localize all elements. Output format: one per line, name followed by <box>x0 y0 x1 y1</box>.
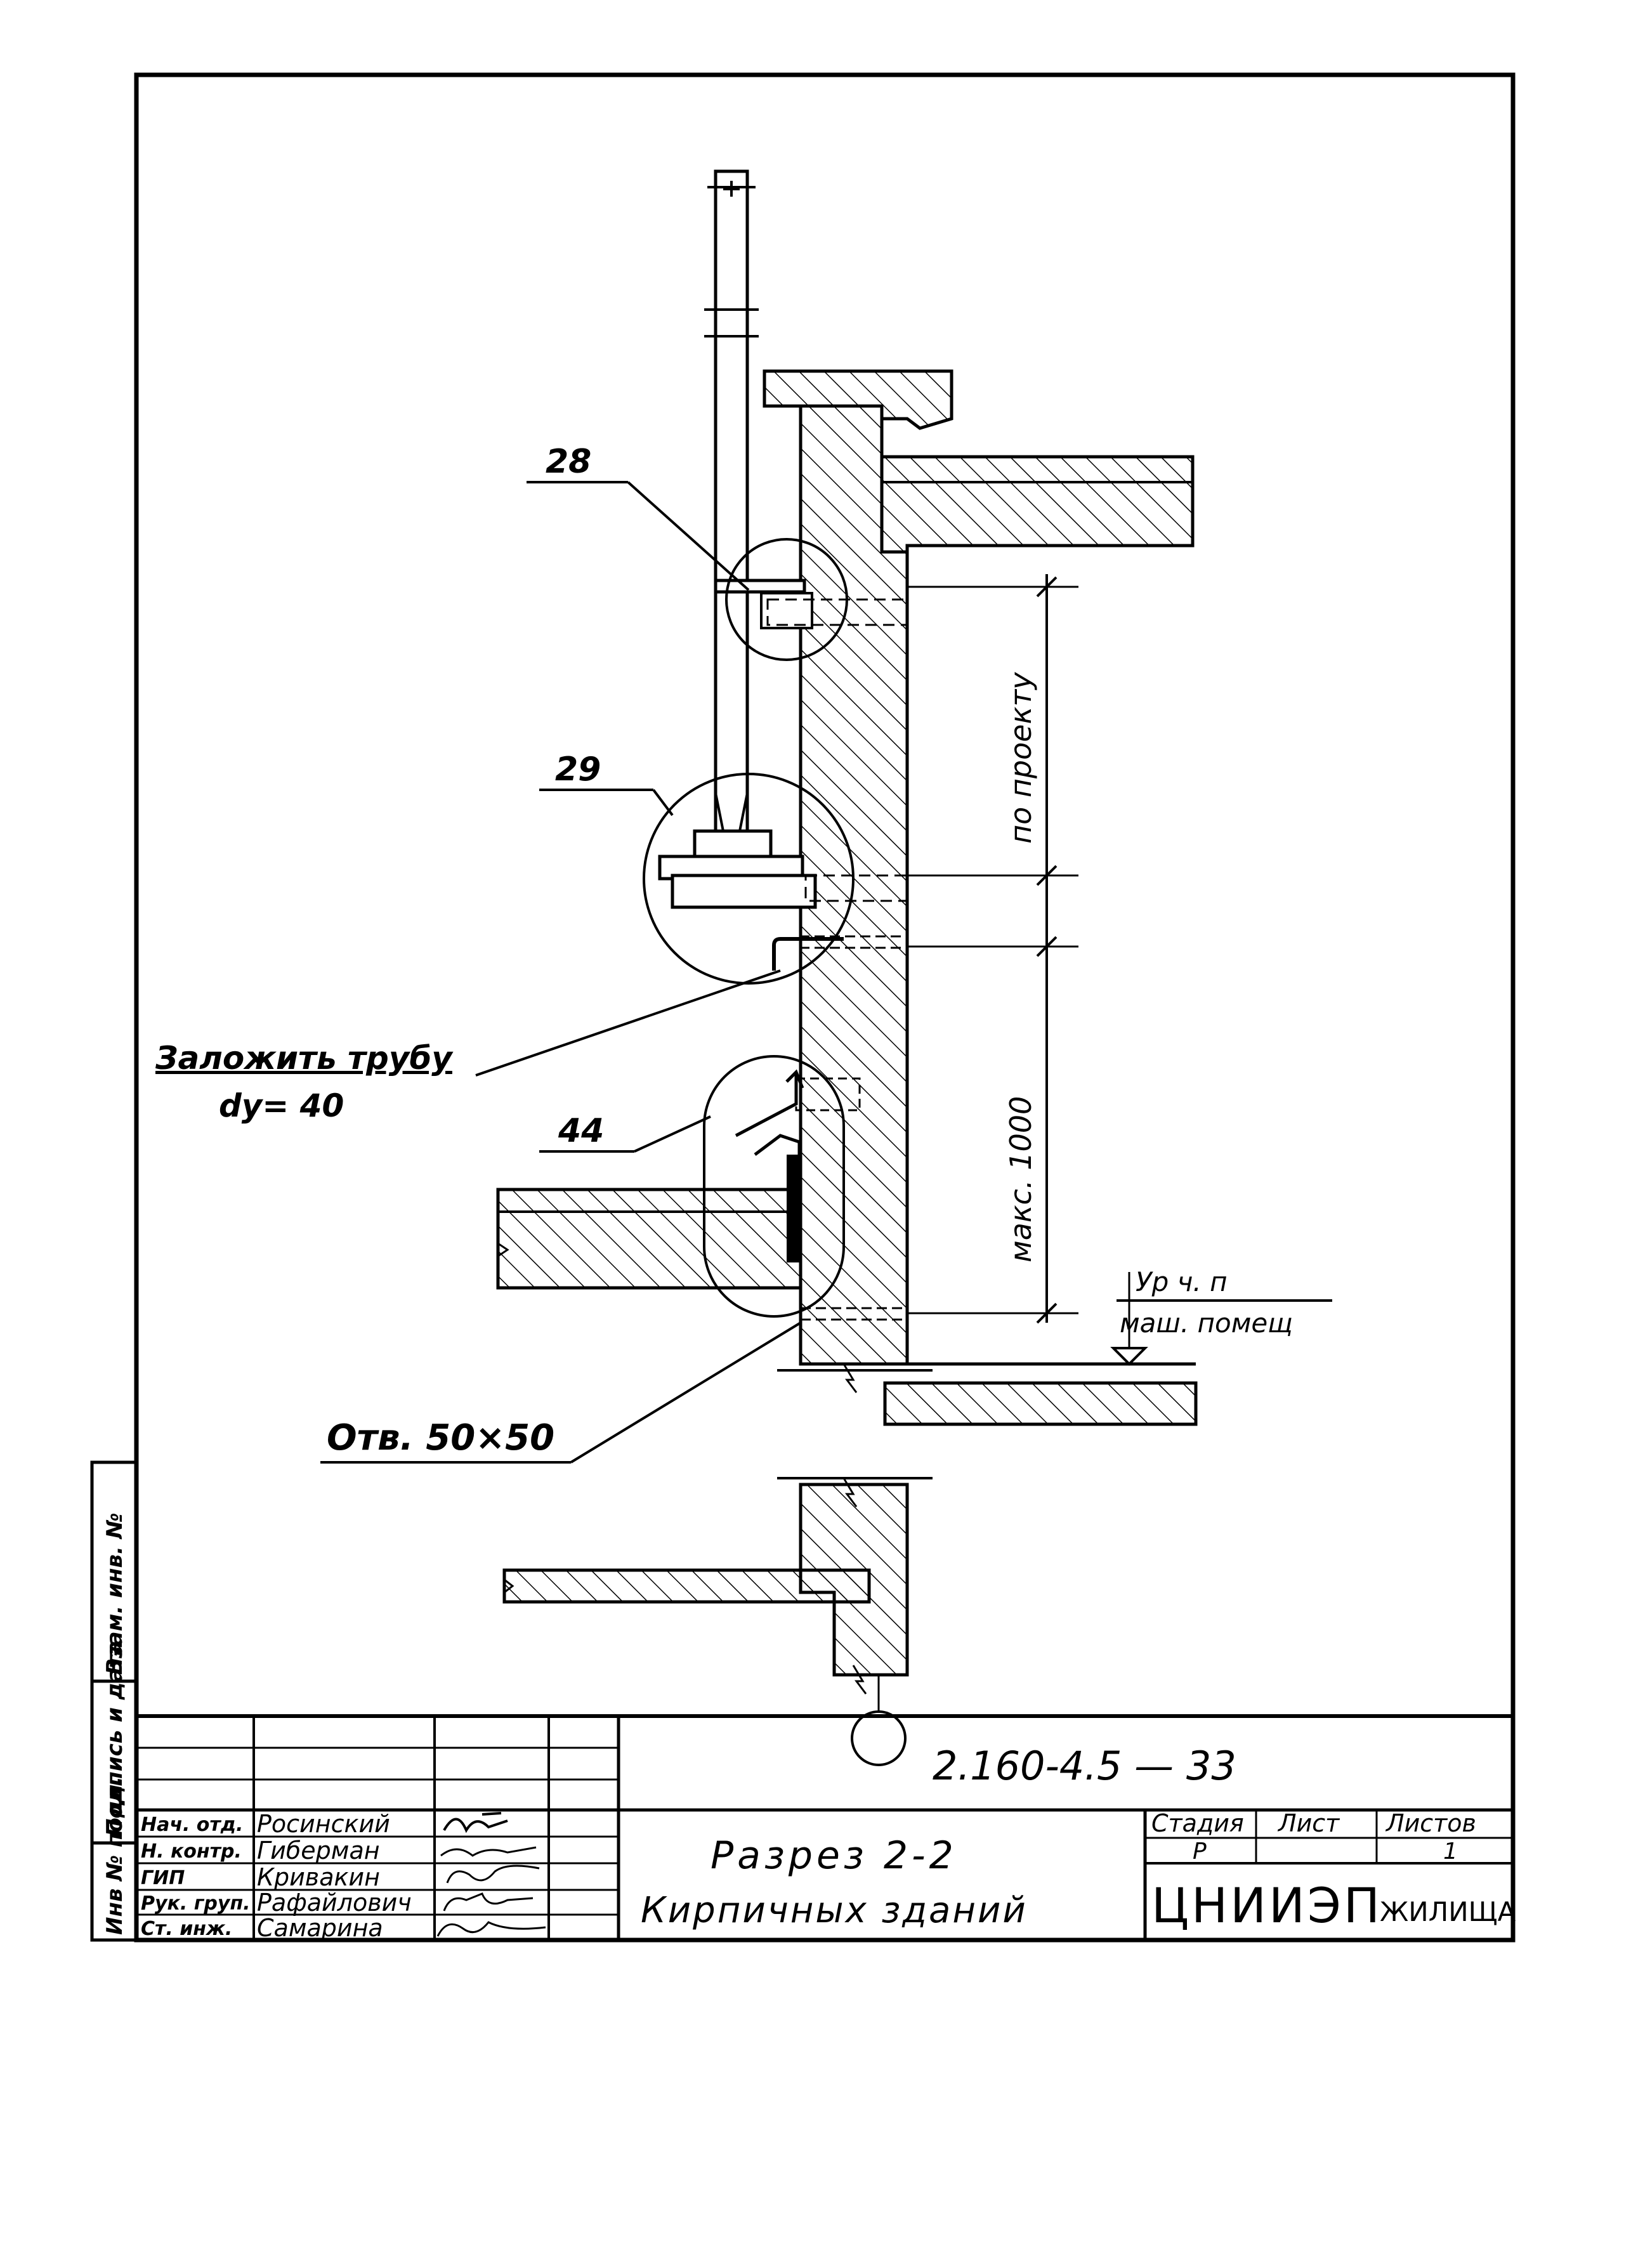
pipe-note-line1: Заложить трубу <box>155 1040 454 1077</box>
parapet-cap <box>763 369 953 430</box>
sheet-header: Лист <box>1277 1809 1340 1837</box>
side-stamp: Инв № подл. Подпись и дата Взам. инв. № <box>90 1460 138 1942</box>
dim-per-project: по проекту <box>1004 672 1038 844</box>
signature-1 <box>440 1846 537 1857</box>
staff-name-1: Гиберман <box>257 1837 380 1865</box>
hole-note: Отв. 50×50 <box>327 1417 554 1458</box>
org-suffix: ЖИЛИЩА <box>1380 1896 1516 1927</box>
org-name: ЦНИИЭП <box>1151 1877 1382 1934</box>
staff-name-2: Кривакин <box>257 1863 380 1891</box>
title-line2: Кирпичных зданий <box>641 1890 1028 1931</box>
leader-lines <box>320 481 802 1464</box>
dimension-chain <box>907 574 1078 1324</box>
staff-role-0: Нач. отд. <box>141 1814 243 1836</box>
roof-slab <box>880 455 1195 554</box>
signatures <box>436 1812 546 1937</box>
stage-header: Стадия <box>1151 1809 1244 1837</box>
section-marker <box>851 1710 907 1766</box>
section-drawing: 28 29 Заложить трубу dy= 40 44 Отв. 50×5… <box>155 169 1332 1766</box>
machine-room-slab <box>883 1381 1198 1426</box>
sheets-value: 1 <box>1443 1839 1458 1865</box>
staff-role-4: Ст. инж. <box>141 1918 232 1940</box>
signature-4 <box>436 1921 546 1937</box>
floor-slab-lower <box>502 1568 871 1604</box>
stage-value: Р <box>1193 1839 1207 1865</box>
staff-role-2: ГИП <box>141 1867 185 1889</box>
vertical-pipe <box>714 169 749 858</box>
signature-3 <box>443 1892 534 1911</box>
document-code: 2.160-4.5 — 33 <box>933 1743 1236 1789</box>
level-mark <box>1110 1272 1332 1366</box>
dim-max-1000: макс. 1000 <box>1004 1096 1038 1262</box>
sheets-header: Листов <box>1385 1809 1476 1837</box>
detail-circle-28 <box>725 538 848 661</box>
title-block: 2.160-4.5 — 33 Разрез 2-2 Кирпичных здан… <box>136 1714 1516 1942</box>
level-line2: маш. помещ <box>1120 1308 1293 1339</box>
signature-0 <box>443 1812 508 1833</box>
side-stamp-vzam-inv: Взам. инв. № <box>102 1512 128 1675</box>
detail-circle-29 <box>643 773 855 985</box>
staff-name-3: Рафайлович <box>257 1889 412 1917</box>
staff-name-0: Росинский <box>257 1810 390 1838</box>
callout-28: 28 <box>546 443 591 481</box>
callout-44: 44 <box>558 1112 604 1150</box>
signature-2 <box>446 1865 540 1884</box>
floor-slab-left <box>496 1188 802 1290</box>
callout-29: 29 <box>555 751 601 789</box>
staff-role-1: Н. контр. <box>141 1840 242 1863</box>
title-line1: Разрез 2-2 <box>711 1833 957 1878</box>
level-line1: Ур ч. п <box>1136 1266 1228 1297</box>
staff-role-3: Рук. груп. <box>141 1892 251 1915</box>
detail-oval-44 <box>703 1055 845 1318</box>
pipe-note-line2: dy= 40 <box>219 1087 344 1124</box>
staff-name-4: Самарина <box>257 1914 383 1942</box>
sheet-frame <box>134 72 1516 1943</box>
side-stamp-inv-podl: Инв № подл. <box>102 1776 128 1935</box>
side-stamp-podpis-data: Подпись и дата <box>102 1641 128 1837</box>
